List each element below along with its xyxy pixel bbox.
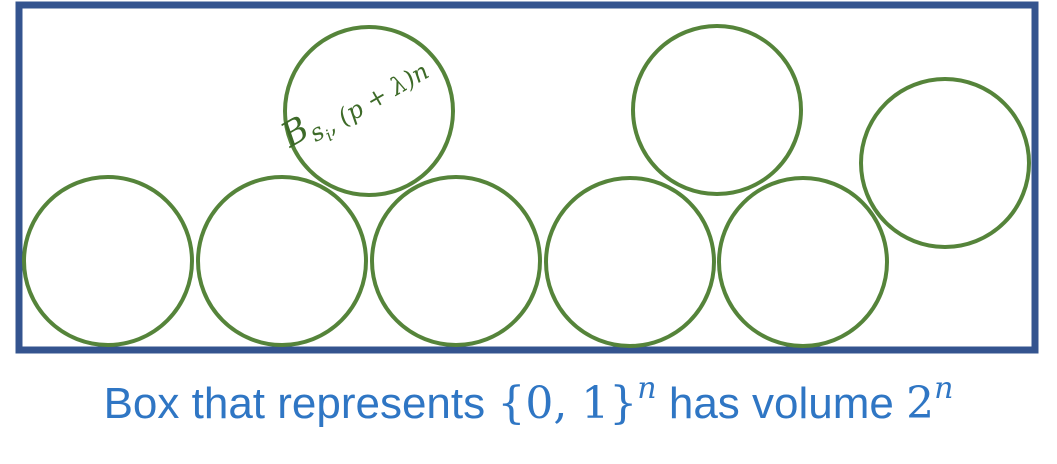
caption-volume-exponent: n (934, 371, 954, 407)
caption-volume-base: 2 (906, 378, 935, 429)
ball (544, 176, 716, 348)
caption-set-exponent: n (637, 371, 657, 407)
caption-prefix: Box that represents (103, 379, 498, 428)
svg-text:Bsi, (p + λ)n: Bsi, (p + λ)n (274, 42, 436, 164)
ball-label: Bsi, (p + λ)n (274, 42, 436, 164)
balls-group (22, 24, 1031, 348)
ball (859, 77, 1031, 249)
ball (717, 176, 889, 348)
hypercube-box (15, 1, 1039, 354)
ball (196, 175, 368, 347)
caption-middle: has volume (656, 379, 907, 428)
ball-label-radius: , (p + λ)n (320, 57, 434, 139)
caption-set: {0, 1} (497, 378, 638, 429)
ball (370, 175, 542, 347)
ball (22, 175, 194, 347)
caption: Box that represents {0, 1}n has volume 2… (0, 364, 1057, 444)
ball-labeled (283, 25, 455, 197)
ball (631, 24, 803, 196)
